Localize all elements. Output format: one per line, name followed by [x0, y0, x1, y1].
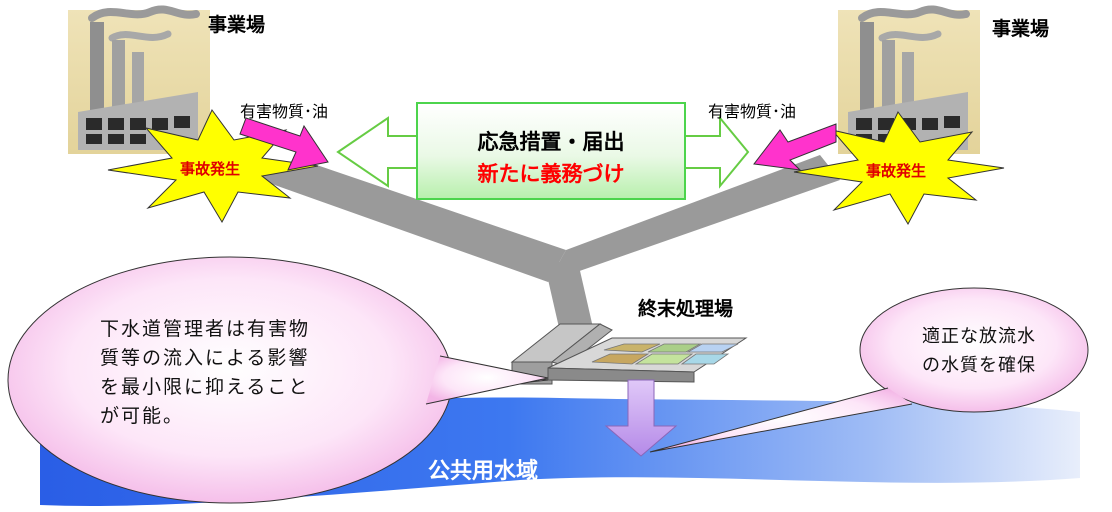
- left-speech-bubble: [7, 256, 549, 504]
- right-bubble-line-1: 適正な放流水: [922, 326, 1036, 347]
- right-bubble-text: 適正な放流水 の水質を確保: [922, 322, 1036, 380]
- left-factory-icon: [68, 5, 210, 154]
- obligation-box: 応急措置・届出 新たに義務づけ: [416, 102, 686, 200]
- water-label: 公共用水域: [428, 459, 539, 484]
- left-substance-label: 有害物質･油: [240, 102, 329, 121]
- plant-title: 終末処理場: [638, 298, 734, 320]
- left-bubble-line-2: 質等の流入による影響: [100, 347, 310, 369]
- left-bubble-line-4: が可能。: [100, 405, 185, 427]
- obligation-line2: 新たに義務づけ: [477, 162, 625, 186]
- left-accident-label: 事故発生: [180, 160, 241, 178]
- right-speech-bubble: [649, 287, 1089, 453]
- left-bubble-text: 下水道管理者は有害物 質等の流入による影響 を最小限に抑えること が可能。: [100, 315, 310, 431]
- sewer-pipes: [255, 155, 840, 332]
- right-accident-label: 事故発生: [866, 162, 927, 180]
- left-site-title: 事業場: [208, 14, 266, 36]
- left-bubble-line-1: 下水道管理者は有害物: [100, 318, 311, 340]
- left-discharge-arrow: [239, 117, 329, 171]
- left-bubble-line-3: を最小限に抑えること: [100, 376, 310, 398]
- right-accident-star: [793, 111, 1005, 226]
- treatment-plant-icon: [510, 323, 748, 385]
- right-site-title: 事業場: [992, 18, 1050, 40]
- right-bubble-line-2: の水質を確保: [922, 355, 1036, 376]
- right-substance-label: 有害物質･油: [708, 102, 797, 121]
- outflow-arrow: [604, 379, 678, 457]
- obligation-line1: 応急措置・届出: [477, 130, 625, 154]
- right-discharge-arrow: [753, 123, 837, 171]
